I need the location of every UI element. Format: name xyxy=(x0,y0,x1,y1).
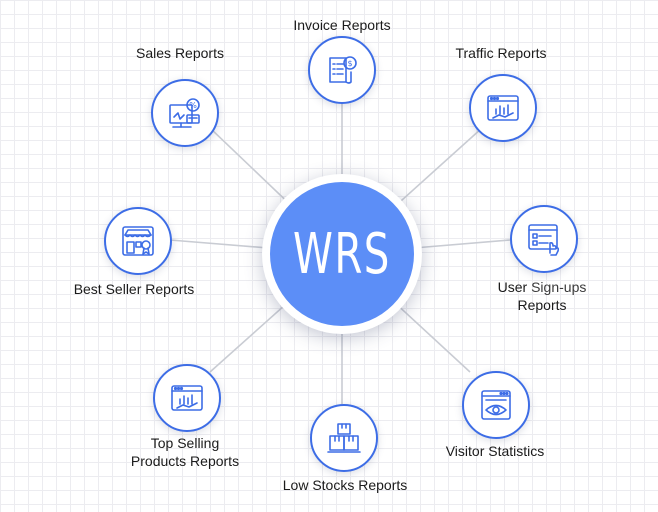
label-invoice-reports: Invoice Reports xyxy=(293,17,391,33)
label-top-selling-products-reports: Top Selling Products Reports xyxy=(110,434,260,470)
label-visitor-statistics: Visitor Statistics xyxy=(445,443,545,459)
label-signups-user: User xyxy=(497,279,528,295)
node-invoice-reports[interactable]: $ xyxy=(308,36,376,104)
hub-title: WRS xyxy=(293,221,391,287)
label-low-stocks-reports: Low Stocks Reports xyxy=(282,477,408,493)
browser-chart-icon xyxy=(171,385,203,411)
node-best-seller-reports[interactable] xyxy=(104,207,172,275)
browser-chart-icon xyxy=(487,95,519,121)
node-sales-reports[interactable]: % xyxy=(151,79,219,147)
label-signups-signups: Sign-ups xyxy=(531,279,587,295)
label-best-seller-reports: Best Seller Reports xyxy=(73,281,195,297)
signup-form-click-icon xyxy=(528,224,560,256)
label-signups-reports: Reports xyxy=(517,297,567,313)
label-traffic-reports: Traffic Reports xyxy=(455,45,547,61)
node-traffic-reports[interactable] xyxy=(469,74,537,142)
label-sales-reports: Sales Reports xyxy=(136,45,224,61)
label-user-signups-reports: User Sign-ups Reports xyxy=(485,278,599,314)
svg-text:%: % xyxy=(189,101,197,110)
node-top-selling-products-reports[interactable] xyxy=(153,364,221,432)
node-visitor-statistics[interactable] xyxy=(462,371,530,439)
invoice-dollar-icon: $ xyxy=(329,56,357,84)
wrs-hub: WRS xyxy=(262,174,422,334)
wrs-hub-inner: WRS xyxy=(270,182,414,326)
browser-eye-icon xyxy=(481,390,511,420)
svg-text:$: $ xyxy=(347,59,352,68)
node-low-stocks-reports[interactable] xyxy=(310,404,378,472)
label-top-selling-line1: Top Selling xyxy=(150,435,220,451)
boxes-stack-icon xyxy=(327,423,361,453)
store-badge-icon xyxy=(122,226,154,256)
sales-percent-icon: % xyxy=(169,98,200,128)
node-user-signups-reports[interactable] xyxy=(510,205,578,273)
label-top-selling-line2: Products Reports xyxy=(130,453,240,469)
